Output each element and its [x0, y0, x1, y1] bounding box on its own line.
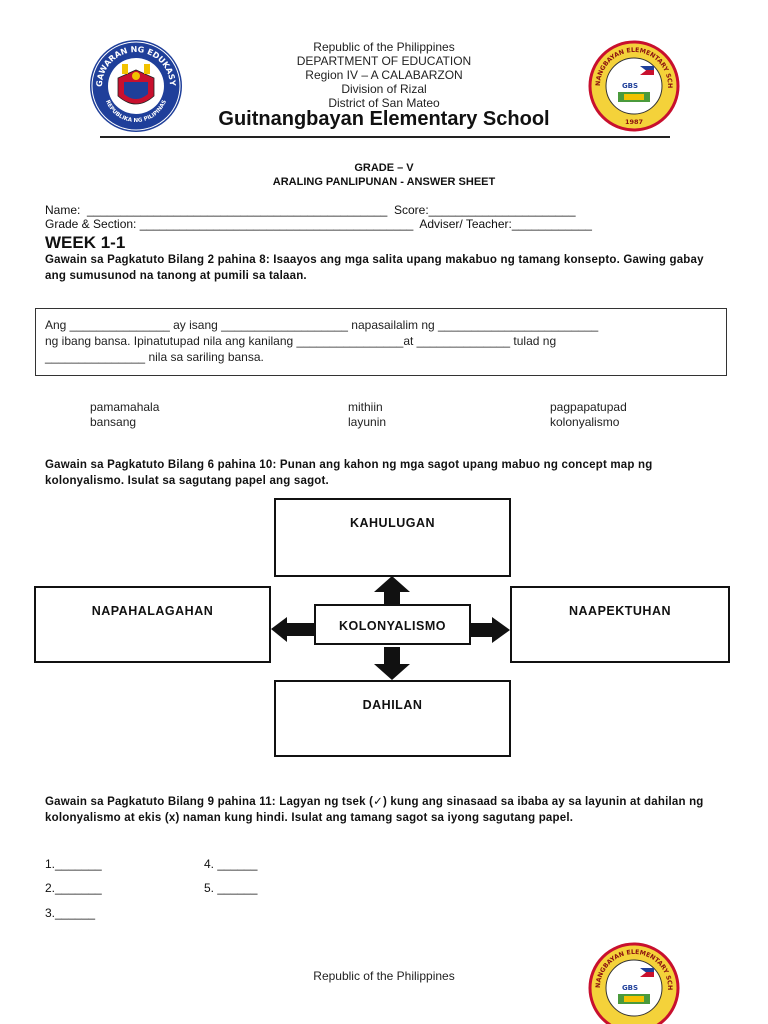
answer-item[interactable]: 2._______ — [45, 881, 102, 895]
fill-sentence-line[interactable]: ng ibang bansa. Ipinatutupad nila ang ka… — [45, 334, 557, 348]
school-seal-initials: GBS — [622, 984, 638, 992]
deped-seal-logo: KAGAWARAN NG EDUKASYON REPUBLIKA NG PILI… — [88, 38, 182, 132]
concept-box-bottom[interactable]: DAHILAN — [274, 680, 511, 757]
header-division: Division of Rizal — [341, 82, 427, 96]
footer-republic: Republic of the Philippines — [313, 969, 455, 983]
arrow-down-icon — [374, 647, 410, 680]
header-district: District of San Mateo — [328, 96, 440, 110]
activity3-instruction: Gawain sa Pagkatuto Bilang 9 pahina 11: … — [45, 796, 704, 824]
concept-box-center: KOLONYALISMO — [314, 604, 471, 645]
answer-item[interactable]: 4. ______ — [204, 857, 258, 871]
concept-box-label: KAHULUGAN — [349, 516, 436, 530]
word-bank-item: pamamahala — [90, 400, 160, 414]
arrow-up-icon — [374, 576, 410, 604]
fill-sentence-line[interactable]: Ang _______________ ay isang ___________… — [45, 318, 599, 332]
word-bank-item: layunin — [348, 415, 387, 429]
header-republic: Republic of the Philippines — [313, 40, 455, 54]
arrow-left-icon — [271, 617, 314, 642]
activity1-instruction: Gawain sa Pagkatuto Bilang 2 pahina 8: I… — [45, 254, 704, 282]
header-divider — [100, 136, 670, 138]
grade-title: GRADE – V — [354, 162, 414, 174]
concept-box-label: DAHILAN — [362, 698, 423, 712]
fill-in-box — [35, 308, 727, 376]
word-bank-item: pagpapatupad — [550, 400, 627, 414]
school-name: Guitnangbayan Elementary School — [218, 108, 550, 130]
subject-title: ARALING PANLIPUNAN - ANSWER SHEET — [272, 176, 496, 188]
concept-box-top[interactable]: KAHULUGAN — [274, 498, 511, 577]
school-seal-year: 1987 — [625, 118, 643, 126]
concept-box-label: KOLONYALISMO — [339, 619, 446, 633]
arrow-right-icon — [471, 617, 510, 643]
answer-item[interactable]: 1._______ — [45, 857, 102, 871]
word-bank-item: bansang — [90, 415, 137, 429]
activity2-instruction: Gawain sa Pagkatuto Bilang 6 pahina 10: … — [45, 459, 653, 487]
word-bank-item: kolonyalismo — [550, 415, 620, 429]
school-seal-logo-footer: GUITNANGBAYAN ELEMENTARY SCHOOL GBS — [588, 942, 680, 1024]
answer-item[interactable]: 3.______ — [45, 906, 96, 920]
header-region: Region IV – A CALABARZON — [305, 68, 463, 82]
name-score-field[interactable]: Name: __________________________________… — [45, 203, 576, 217]
concept-box-right[interactable]: NAAPEKTUHAN — [510, 586, 730, 663]
word-bank-item: mithiin — [348, 400, 383, 414]
header-department: DEPARTMENT OF EDUCATION — [296, 54, 472, 68]
concept-box-label: NAAPEKTUHAN — [568, 604, 672, 618]
school-seal-logo: GUITNANGBAYAN ELEMENTARY SCHOOL 1987 GBS — [588, 40, 680, 132]
answer-item[interactable]: 5. ______ — [204, 881, 258, 895]
concept-box-left[interactable]: NAPAHALAGAHAN — [34, 586, 271, 663]
week-heading: WEEK 1-1 — [45, 233, 126, 252]
grade-adviser-field[interactable]: Grade & Section: _______________________… — [45, 217, 592, 231]
school-seal-initials: GBS — [622, 82, 638, 90]
concept-box-label: NAPAHALAGAHAN — [91, 604, 214, 618]
fill-sentence-line[interactable]: _______________ nila sa sariling bansa. — [45, 350, 264, 364]
